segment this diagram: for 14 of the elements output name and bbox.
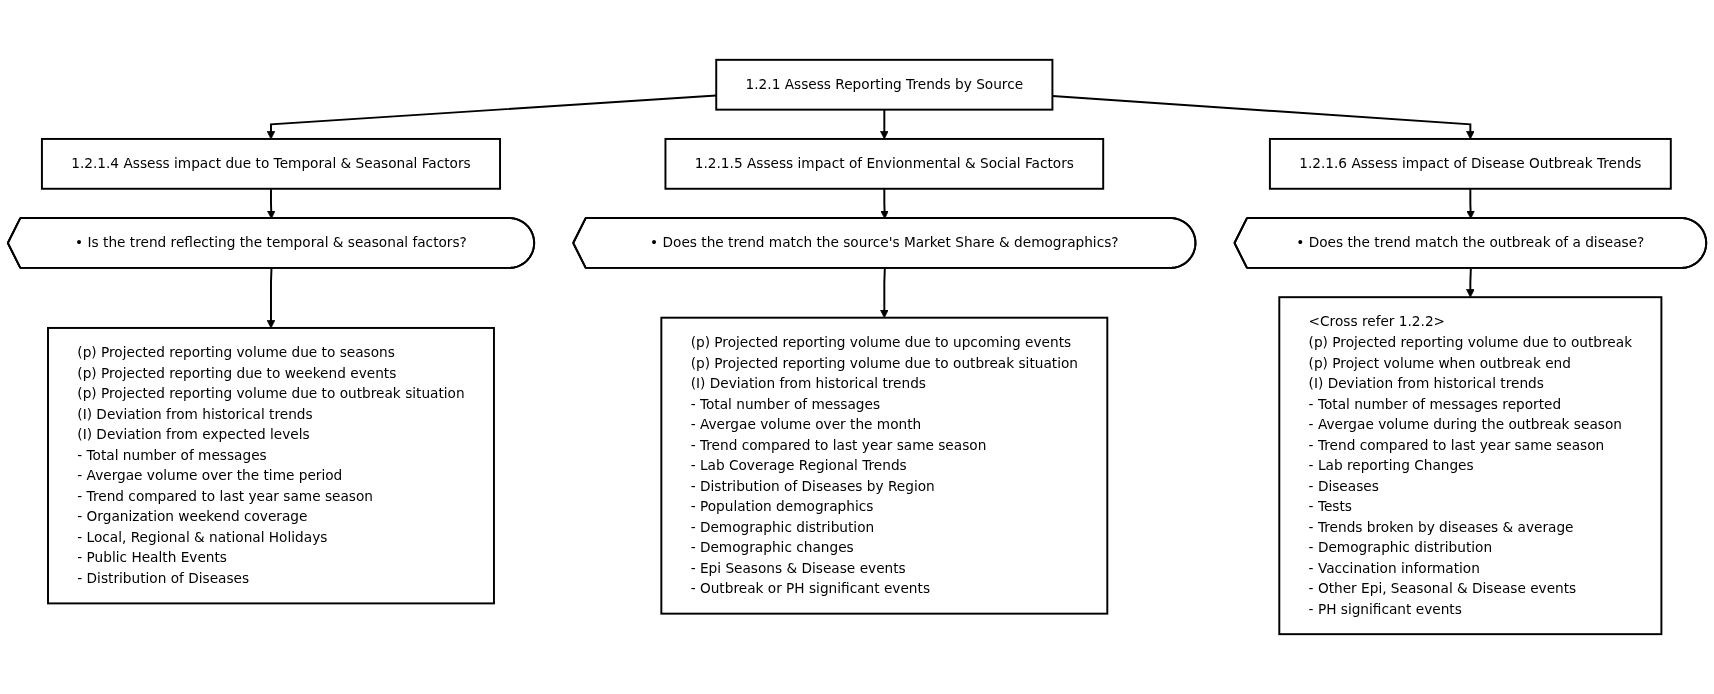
node-box: (p) Projected reporting volume due to upcoming events (p) Projected reporting volume due to outbreak situation (I) Deviation from historical trends - Total number of messages - Avergae volume over the month - Trend compared to last year same season - Lab Coverage Regional Trends - Distribution of Diseases by Region - Population demographics - Demographic distribution - Demographic changes - Epi Seasons & Disease events - Outbreak or PH significant events bbox=[660, 316, 1109, 615]
arrow bbox=[880, 267, 889, 319]
arrow bbox=[880, 187, 889, 219]
node-box: <Cross refer 1.2.2> (p) Projected reporting volume due to outbreak (p) Project volume when outbreak end (I) Deviation from historical trends - Total number of messages reported - Avergae volume during the outbreak season - Trend compared to last year same season - Lab reporting Changes - Diseases - Tests - Trends broken by diseases & average - Demographic distribution - Vaccination information - Other Epi, Seasonal & Disease events - PH significant events bbox=[1278, 296, 1663, 636]
node-box: 1.2.1 Assess Reporting Trends by Source bbox=[715, 58, 1054, 111]
arrow bbox=[266, 267, 276, 329]
node-box: 1.2.1.4 Assess impact due to Temporal & Seasonal Factors bbox=[40, 137, 501, 190]
node-box: 1.2.1.6 Assess impact of Disease Outbreak Trends bbox=[1268, 137, 1672, 190]
arrow bbox=[1466, 267, 1475, 298]
node-box: 1.2.1.5 Assess impact of Envionmental & Social Factors bbox=[664, 137, 1105, 190]
arrow bbox=[266, 187, 276, 219]
arrow bbox=[1466, 187, 1475, 219]
node-box: (p) Projected reporting volume due to seasons (p) Projected reporting due to weekend events (p) Projected reporting volume due to outbreak situation (I) Deviation from historical trends (I) Deviation from expected levels - Total number of messages - Avergae volume over the time period - Trend compared to last year same season - Organization weekend coverage - Local, Regional & national Holidays - Public Health Events - Distribution of Diseases bbox=[47, 326, 495, 605]
arrow bbox=[880, 108, 889, 140]
